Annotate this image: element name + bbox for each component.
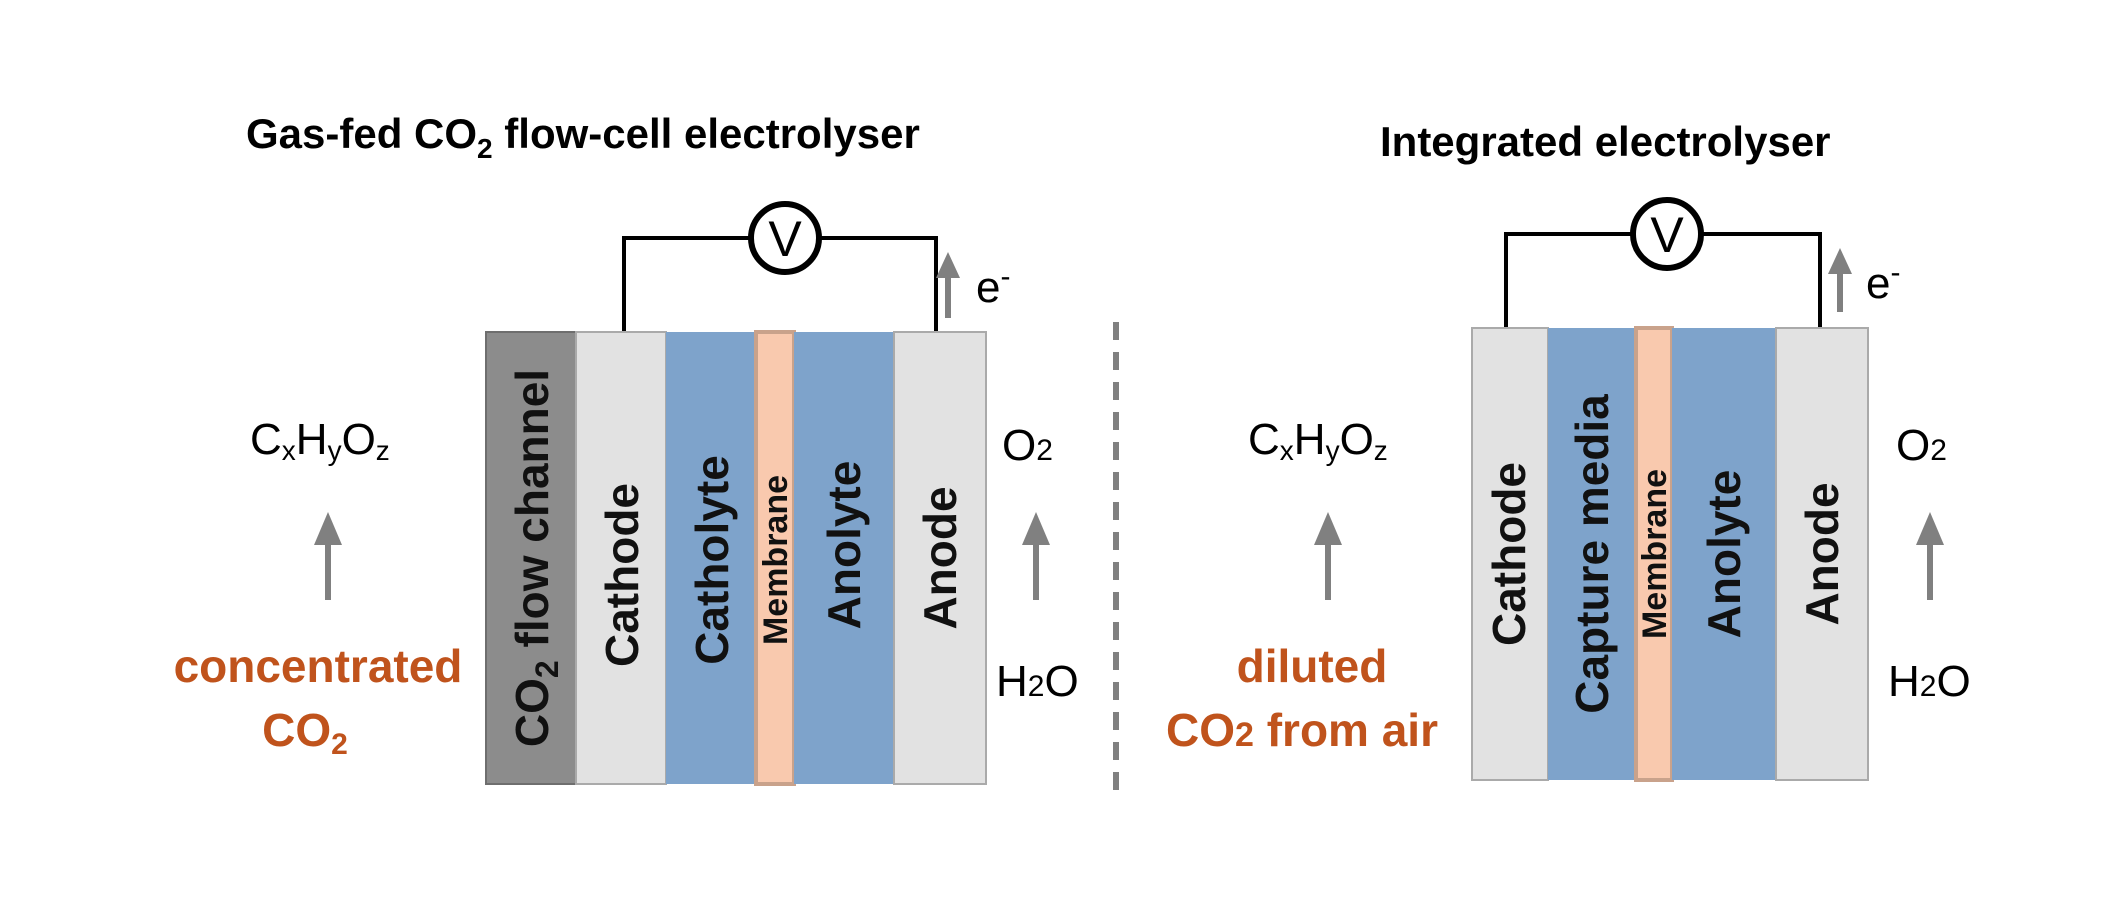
left-anode-label: Anode	[914, 486, 966, 629]
left-anode	[893, 331, 987, 785]
left-voltmeter-icon: V	[748, 201, 822, 275]
left-circuit-wire	[622, 236, 750, 332]
left-membrane	[754, 330, 796, 786]
right-panel: Integrated electrolyser V e- Cathode Cap…	[1166, 118, 1971, 782]
right-anolyte	[1672, 328, 1776, 780]
left-electron-arrow-icon	[936, 252, 960, 318]
left-flow-channel-label: CO2 flow channel	[506, 369, 565, 747]
right-electron-label: e-	[1866, 256, 1900, 308]
left-anolyte-label: Anolyte	[818, 461, 870, 630]
right-feed-line2: CO2 from air	[1166, 704, 1438, 756]
left-circuit-wire-right	[820, 236, 938, 332]
left-product-arrow-icon	[314, 512, 342, 600]
right-circuit-wire-right	[1702, 232, 1822, 328]
right-capture-media	[1548, 328, 1636, 780]
left-feed-line1: concentrated	[174, 640, 463, 692]
left-title: Gas-fed CO2 flow-cell electrolyser	[246, 110, 920, 164]
right-anode-label: Anode	[1796, 482, 1848, 625]
left-catholyte	[666, 332, 756, 784]
right-water-arrow-icon	[1916, 512, 1944, 600]
left-membrane-label: Membrane	[757, 475, 795, 645]
left-product-label: CxHyOz	[250, 415, 390, 466]
right-product-arrow-icon	[1314, 512, 1342, 600]
right-anolyte-label: Anolyte	[1698, 470, 1750, 639]
right-cathode	[1471, 327, 1549, 781]
left-o2-label: O2	[1002, 421, 1053, 470]
right-product-label: CxHyOz	[1248, 415, 1388, 466]
right-o2-label: O2	[1896, 421, 1947, 470]
left-cathode	[575, 331, 667, 785]
left-h2o-label: H2O	[996, 657, 1079, 706]
left-feed-line2: CO2	[262, 704, 348, 761]
right-h2o-label: H2O	[1888, 657, 1971, 706]
right-capture-media-label: Capture media	[1566, 394, 1618, 714]
left-panel: Gas-fed CO2 flow-cell electrolyser V e- …	[174, 110, 1079, 786]
left-water-arrow-icon	[1022, 512, 1050, 600]
svg-text:V: V	[768, 211, 802, 267]
right-electron-arrow-icon	[1828, 248, 1852, 312]
right-cathode-label: Cathode	[1483, 462, 1535, 646]
left-anolyte	[794, 332, 894, 784]
right-voltmeter-icon: V	[1630, 197, 1704, 271]
right-feed-line1: diluted	[1237, 640, 1388, 692]
left-catholyte-label: Catholyte	[686, 455, 738, 665]
right-membrane-label: Membrane	[1636, 469, 1674, 639]
left-cathode-label: Cathode	[596, 483, 648, 667]
right-circuit-wire	[1504, 232, 1632, 328]
left-electron-label: e-	[976, 260, 1010, 312]
right-anode	[1775, 327, 1869, 781]
svg-text:V: V	[1650, 207, 1684, 263]
right-title: Integrated electrolyser	[1380, 118, 1831, 165]
left-flow-channel	[485, 331, 577, 785]
